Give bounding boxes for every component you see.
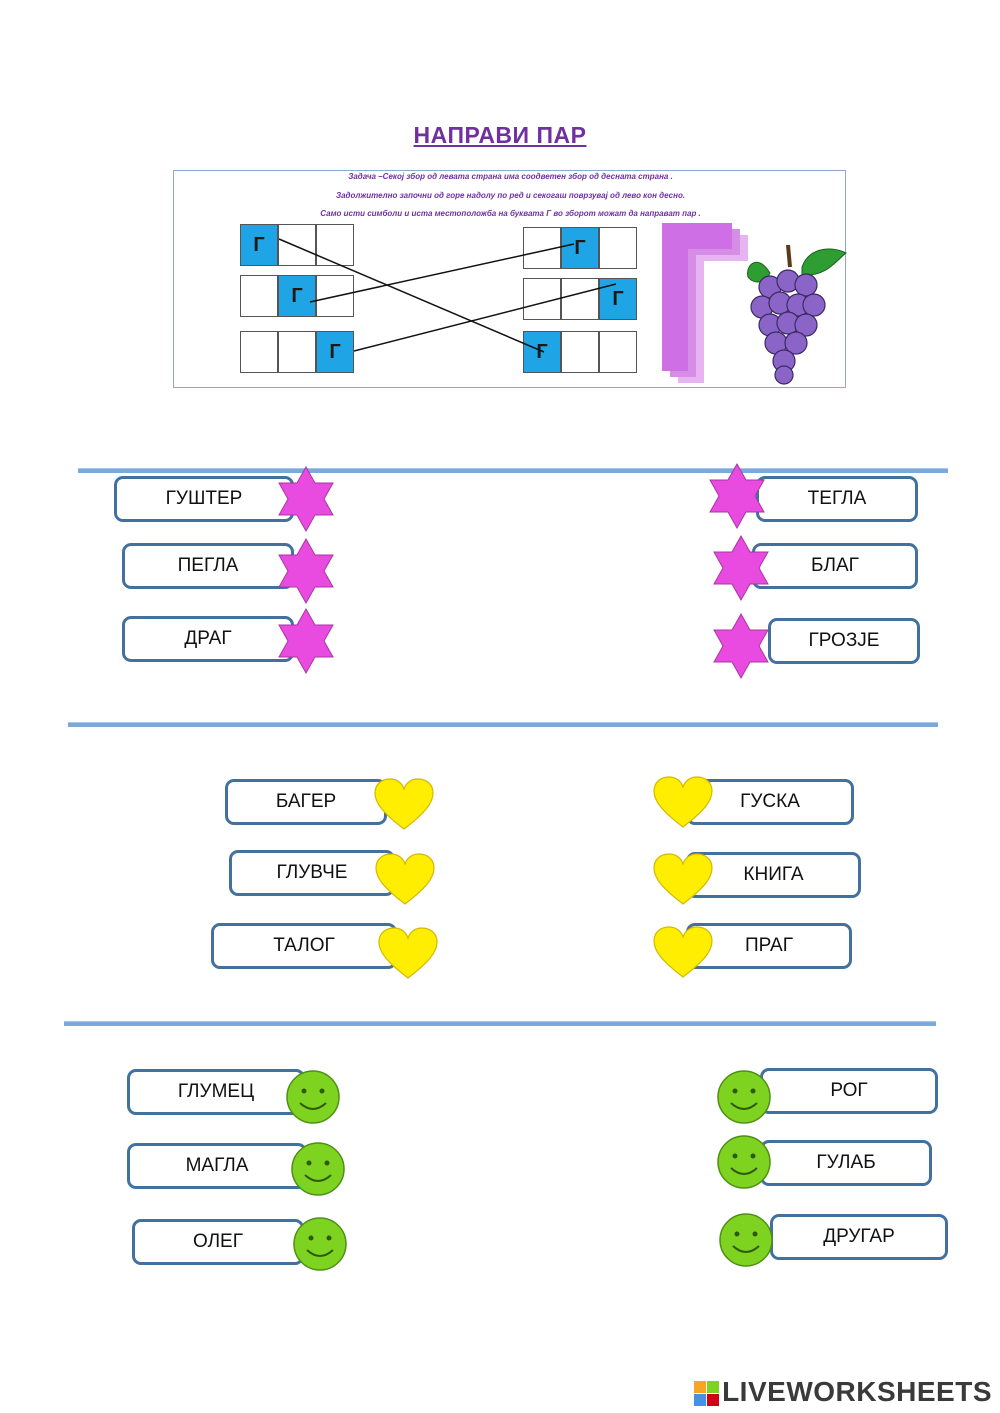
- word-card-right[interactable]: РОГ: [760, 1068, 938, 1114]
- word-card-right[interactable]: БЛАГ: [752, 543, 918, 589]
- word-card-right[interactable]: ПРАГ: [686, 923, 852, 969]
- word-card-left[interactable]: ГУШТЕР: [114, 476, 294, 522]
- smiley-icon[interactable]: [716, 1134, 772, 1190]
- word-card-right[interactable]: ДРУГАР: [770, 1214, 948, 1260]
- word-card-left[interactable]: ДРАГ: [122, 616, 294, 662]
- empty-cell: [561, 331, 599, 373]
- star-icon[interactable]: [275, 537, 337, 605]
- letter-g-shape-icon: [662, 223, 748, 383]
- section-divider: [68, 722, 938, 727]
- letter-cell: Г: [599, 278, 637, 320]
- word-card-right[interactable]: ГРОЗЈЕ: [768, 618, 920, 664]
- connection-lines: [278, 238, 617, 353]
- example-word-right-1: Г: [523, 227, 637, 269]
- empty-cell: [240, 275, 278, 317]
- heart-icon[interactable]: [652, 852, 714, 908]
- word-card-right[interactable]: ГУЛАБ: [760, 1140, 932, 1186]
- heart-icon[interactable]: [652, 775, 714, 831]
- grapes-icon: [747, 244, 847, 385]
- star-icon[interactable]: [275, 607, 337, 675]
- instruction-line: Задача –Секој збор од левата страна има …: [348, 172, 673, 181]
- empty-cell: [599, 227, 637, 269]
- heart-icon[interactable]: [652, 925, 714, 981]
- empty-cell: [278, 331, 316, 373]
- smiley-icon[interactable]: [290, 1141, 346, 1197]
- smiley-icon[interactable]: [292, 1216, 348, 1272]
- word-card-left[interactable]: БАГЕР: [225, 779, 387, 825]
- word-card-left[interactable]: ТАЛОГ: [211, 923, 397, 969]
- page-title: НАПРАВИ ПАР: [413, 122, 587, 148]
- example-word-left-3: Г: [240, 331, 354, 373]
- letter-cell: Г: [240, 224, 278, 266]
- instruction-line: Задолжително започни од горе надолу по р…: [335, 191, 686, 200]
- example-word-left-1: Г: [240, 224, 354, 266]
- empty-cell: [240, 331, 278, 373]
- instruction-line: Само исти симболи и иста местоположба на…: [320, 209, 701, 218]
- heart-icon[interactable]: [377, 926, 439, 982]
- letter-cell: Г: [278, 275, 316, 317]
- empty-cell: [278, 224, 316, 266]
- smiley-icon[interactable]: [285, 1069, 341, 1125]
- smiley-icon[interactable]: [716, 1069, 772, 1125]
- star-icon[interactable]: [710, 612, 772, 680]
- empty-cell: [316, 224, 354, 266]
- section-divider: [78, 468, 948, 473]
- star-icon[interactable]: [275, 465, 337, 533]
- word-card-left[interactable]: ГЛУВЧЕ: [229, 850, 395, 896]
- letter-cell: Г: [561, 227, 599, 269]
- star-icon[interactable]: [706, 462, 768, 530]
- brand-name: LIVEWORKSHEETS: [722, 1376, 992, 1407]
- star-icon[interactable]: [710, 534, 772, 602]
- example-word-right-2: Г: [523, 278, 637, 320]
- word-card-left[interactable]: МАГЛА: [127, 1143, 307, 1189]
- empty-cell: [561, 278, 599, 320]
- word-card-left[interactable]: ОЛЕГ: [132, 1219, 304, 1265]
- logo-mark-icon: [694, 1381, 720, 1407]
- empty-cell: [599, 331, 637, 373]
- heart-icon[interactable]: [373, 777, 435, 833]
- heart-icon[interactable]: [374, 852, 436, 908]
- letter-cell: Г: [316, 331, 354, 373]
- word-card-right[interactable]: ТЕГЛА: [756, 476, 918, 522]
- smiley-icon[interactable]: [718, 1212, 774, 1268]
- section-divider: [64, 1021, 936, 1026]
- word-card-left[interactable]: ГЛУМЕЦ: [127, 1069, 305, 1115]
- liveworksheets-logo: LIVEWORKSHEETS: [694, 1376, 992, 1408]
- word-card-left[interactable]: ПЕГЛА: [122, 543, 294, 589]
- instruction-panel: Задача –Секој збор од левата страна има …: [173, 170, 847, 388]
